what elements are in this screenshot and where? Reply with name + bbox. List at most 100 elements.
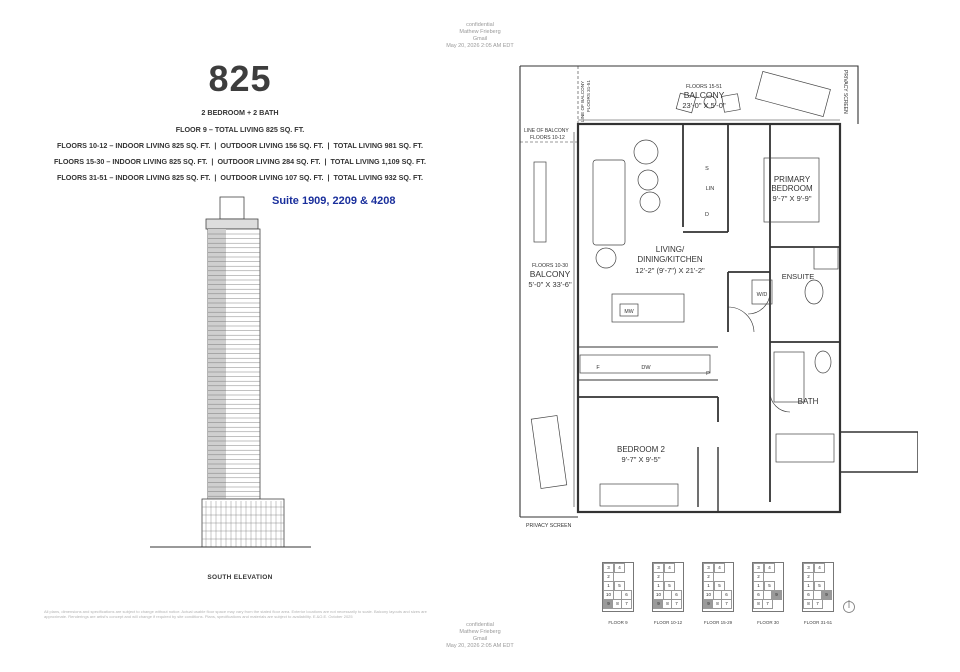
key-plan-unit: 7 bbox=[812, 599, 823, 609]
watermark-line: Mathew Frieberg bbox=[459, 29, 501, 35]
outdoor-living: OUTDOOR LIVING 156 SQ. FT. bbox=[220, 141, 324, 150]
balcony-lounger bbox=[530, 415, 568, 489]
bedroom2-label: BEDROOM 2 bbox=[617, 445, 666, 454]
kitchen-counter bbox=[579, 354, 711, 374]
separator: | bbox=[211, 157, 214, 166]
primary-dims: 9'-7" X 9'-9" bbox=[772, 194, 811, 203]
lounge-chair bbox=[595, 247, 617, 269]
watermark-line: Gmail bbox=[472, 636, 488, 642]
line-balcony-31-51-floors: FLOORS 31-51 bbox=[586, 80, 591, 112]
key-plan-unit: 4 bbox=[814, 563, 825, 573]
key-plan-label: FLOOR 30 bbox=[757, 620, 779, 625]
key-plan-unit: 9 bbox=[771, 590, 782, 600]
separator: | bbox=[327, 173, 330, 182]
key-plan-unit: 7 bbox=[671, 599, 682, 609]
total-living: TOTAL LIVING 981 SQ. FT. bbox=[333, 141, 423, 150]
floor-row-10-12: FLOORS 10-12 – INDOOR LIVING 825 SQ. FT.… bbox=[20, 141, 460, 150]
balcony-chair bbox=[675, 92, 697, 114]
balcony-side-name: BALCONY bbox=[530, 269, 571, 279]
separator: | bbox=[327, 141, 330, 150]
separator: | bbox=[214, 173, 217, 182]
suite-type: 2 BEDROOM + 2 BATH bbox=[201, 108, 279, 117]
door-swing bbox=[769, 391, 791, 413]
key-plan-label: FLOOR 31-51 bbox=[803, 620, 833, 625]
watermark-line: Gmail bbox=[472, 36, 488, 42]
ensuite-label: ENSUITE bbox=[782, 272, 815, 281]
key-plan-unit: 4 bbox=[714, 563, 725, 573]
total-living: TOTAL LIVING 1,109 SQ. FT. bbox=[330, 157, 426, 166]
mw-label: MW bbox=[624, 309, 633, 315]
indoor-living: FLOORS 10-12 – INDOOR LIVING 825 SQ. FT. bbox=[57, 141, 211, 150]
tower-crown bbox=[219, 196, 245, 220]
washer-dryer bbox=[751, 279, 773, 305]
key-plan-unit: 5 bbox=[614, 581, 625, 591]
tower-top bbox=[205, 218, 259, 230]
balcony-table bbox=[533, 161, 547, 243]
living-label: LIVING/ bbox=[656, 245, 685, 254]
bath-bump bbox=[840, 431, 918, 473]
bathtub bbox=[775, 433, 835, 463]
balcony-lounger-top bbox=[755, 70, 831, 118]
microwave bbox=[619, 303, 639, 317]
floor-9-info: FLOOR 9 – TOTAL LIVING 825 SQ. FT. bbox=[175, 125, 305, 134]
bedroom2-dims: 9'-7" X 9'-5" bbox=[621, 455, 660, 464]
lin-label: LIN bbox=[706, 186, 715, 192]
balcony-side-floors: FLOORS 10-30 bbox=[532, 263, 568, 269]
armchair bbox=[633, 139, 659, 165]
watermark-line: Mathew Frieberg bbox=[459, 629, 501, 635]
podium-grid bbox=[202, 501, 284, 547]
unit-outer-wall bbox=[576, 122, 842, 514]
balcony-top-name: BALCONY bbox=[684, 90, 725, 100]
ottoman bbox=[639, 191, 661, 213]
disclaimer: All plans, dimensions and specifications… bbox=[44, 609, 427, 619]
vanity bbox=[813, 246, 839, 270]
balcony-side-table bbox=[703, 95, 717, 109]
outdoor-living: OUTDOOR LIVING 107 SQ. FT. bbox=[220, 173, 324, 182]
key-plan-label: FLOOR 15-29 bbox=[703, 620, 733, 625]
key-plan-unit: 4 bbox=[614, 563, 625, 573]
floor-row-31-51: FLOORS 31-51 – INDOOR LIVING 825 SQ. FT.… bbox=[20, 173, 460, 182]
key-plan-unit: 7 bbox=[721, 599, 732, 609]
key-plan-label: FLOOR 9 bbox=[608, 620, 628, 625]
indoor-living: FLOORS 15-30 – INDOOR LIVING 825 SQ. FT. bbox=[54, 157, 208, 166]
watermark-line: May 20, 2026 2:05 AM EDT bbox=[446, 43, 514, 49]
key-plan-unit: 4 bbox=[664, 563, 675, 573]
bed-2 bbox=[599, 483, 679, 507]
line-balcony-10-12: LINE OF BALCONY bbox=[524, 128, 569, 134]
living-dims: 12'-2" (9'-7") X 21'-2" bbox=[635, 266, 705, 275]
watermark-line: confidential bbox=[466, 22, 494, 28]
toilet bbox=[814, 350, 832, 374]
balcony-top-dims: 23'-0" X 5'-0" bbox=[682, 101, 726, 110]
suite-number: 825 bbox=[208, 58, 272, 99]
balcony-outline bbox=[520, 65, 859, 124]
shower bbox=[773, 351, 805, 403]
door-swing bbox=[747, 291, 771, 315]
bath-label: BATH bbox=[798, 397, 819, 406]
indoor-living: FLOORS 31-51 – INDOOR LIVING 825 SQ. FT. bbox=[57, 173, 211, 182]
primary-label: PRIMARY bbox=[774, 175, 811, 184]
dining-table bbox=[611, 293, 685, 323]
dw-label: DW bbox=[641, 365, 651, 371]
watermark-bottom: confidential Mathew Frieberg Gmail May 2… bbox=[430, 622, 530, 650]
line-balcony-10-12-floors: FLOORS 10-12 bbox=[530, 135, 565, 141]
line-balcony-31-51: LINE OF BALCONY bbox=[580, 81, 585, 122]
tower-dark-band bbox=[208, 229, 226, 499]
floor-row-15-30: FLOORS 15-30 – INDOOR LIVING 825 SQ. FT.… bbox=[20, 157, 460, 166]
tower-elevation bbox=[150, 196, 311, 548]
separator: | bbox=[324, 157, 327, 166]
privacy-screen-right: PRIVACY SCREEN bbox=[842, 70, 848, 114]
tower-floor-lines bbox=[208, 233, 260, 497]
balcony-side-dims: 5'-0" X 33'-6" bbox=[528, 280, 572, 289]
toilet bbox=[804, 279, 824, 305]
key-plan-unit: 9 bbox=[821, 590, 832, 600]
